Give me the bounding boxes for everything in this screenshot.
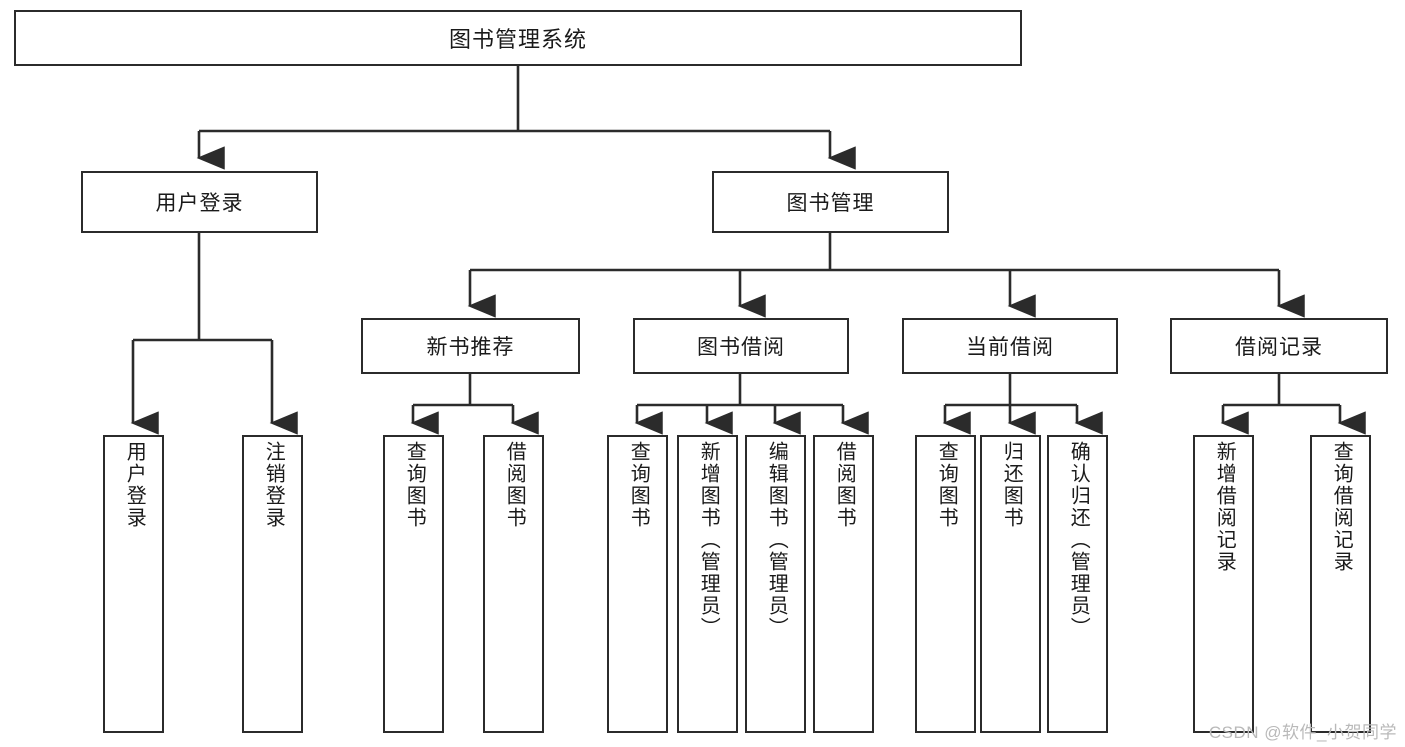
leaf-query-book-3[interactable]: 查询图书 xyxy=(915,435,976,733)
leaf-return-book[interactable]: 归还图书 xyxy=(980,435,1041,733)
leaf-borrow-book-1[interactable]: 借阅图书 xyxy=(483,435,544,733)
node-label: 查询图书 xyxy=(935,441,958,529)
node-current-borrow[interactable]: 当前借阅 xyxy=(902,318,1118,374)
leaf-query-book-1[interactable]: 查询图书 xyxy=(383,435,444,733)
leaf-confirm-return[interactable]: 确认归还（管理员） xyxy=(1047,435,1108,733)
node-label: 新增借阅记录 xyxy=(1213,441,1236,573)
node-label: 归还图书 xyxy=(1000,441,1023,529)
node-label: 确认归还（管理员） xyxy=(1067,441,1090,639)
node-root-system[interactable]: 图书管理系统 xyxy=(14,10,1022,66)
node-label: 查询图书 xyxy=(627,441,650,529)
node-label: 用户登录 xyxy=(123,441,146,529)
node-label: 新书推荐 xyxy=(426,336,515,359)
node-label: 新增图书（管理员） xyxy=(697,441,720,639)
node-label: 查询借阅记录 xyxy=(1330,441,1353,573)
leaf-add-record[interactable]: 新增借阅记录 xyxy=(1193,435,1254,733)
node-new-book-recommend[interactable]: 新书推荐 xyxy=(361,318,580,374)
node-label: 借阅图书 xyxy=(503,441,526,529)
node-label: 借阅记录 xyxy=(1235,336,1323,359)
node-user-login[interactable]: 用户登录 xyxy=(81,171,318,233)
node-label: 注销登录 xyxy=(262,441,285,529)
node-label: 图书管理系统 xyxy=(448,27,587,52)
leaf-logout-login[interactable]: 注销登录 xyxy=(242,435,303,733)
watermark-text: CSDN @软件_小贺同学 xyxy=(1208,723,1397,742)
leaf-borrow-book-2[interactable]: 借阅图书 xyxy=(813,435,874,733)
leaf-add-book[interactable]: 新增图书（管理员） xyxy=(677,435,738,733)
node-label: 当前借阅 xyxy=(966,336,1054,359)
node-label: 借阅图书 xyxy=(833,441,856,529)
node-label: 图书借阅 xyxy=(697,336,785,359)
node-label: 图书管理 xyxy=(786,192,875,215)
node-label: 查询图书 xyxy=(403,441,426,529)
node-borrow-record[interactable]: 借阅记录 xyxy=(1170,318,1388,374)
leaf-query-record[interactable]: 查询借阅记录 xyxy=(1310,435,1371,733)
node-book-borrow[interactable]: 图书借阅 xyxy=(633,318,849,374)
leaf-edit-book[interactable]: 编辑图书（管理员） xyxy=(745,435,806,733)
node-label: 编辑图书（管理员） xyxy=(765,441,788,639)
node-label: 用户登录 xyxy=(155,192,244,215)
leaf-query-book-2[interactable]: 查询图书 xyxy=(607,435,668,733)
node-book-management[interactable]: 图书管理 xyxy=(712,171,949,233)
leaf-user-login[interactable]: 用户登录 xyxy=(103,435,164,733)
